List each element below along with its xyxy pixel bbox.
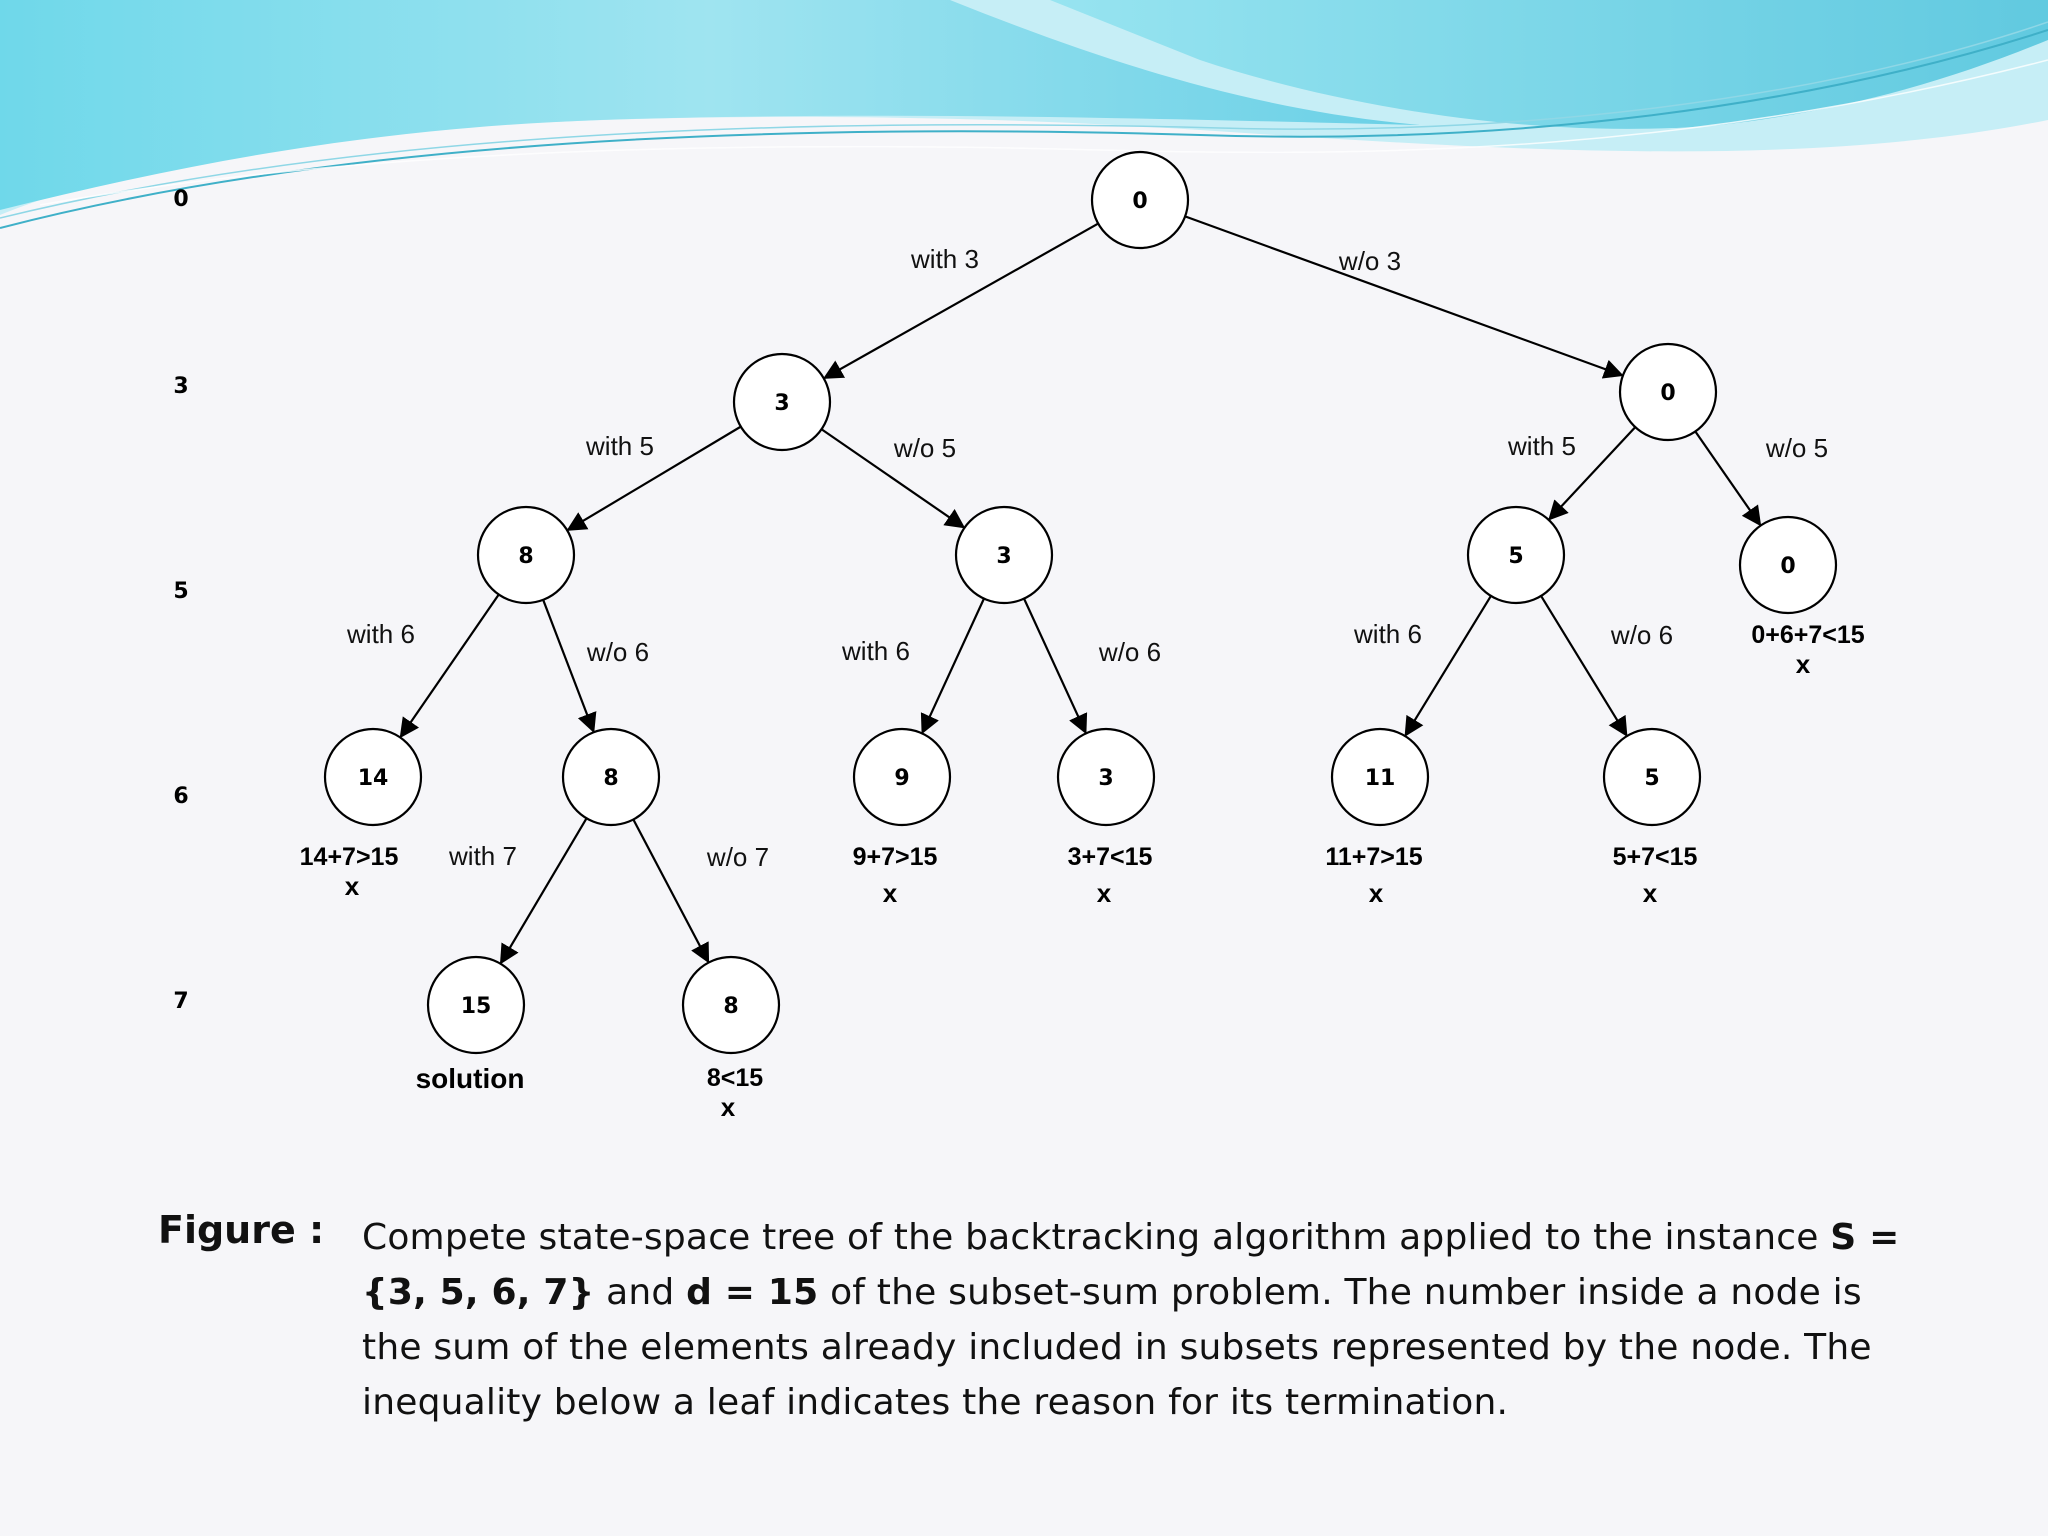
edge-label: with 5	[585, 431, 654, 461]
wave-right	[1050, 0, 2048, 129]
level-label: 0	[173, 187, 188, 212]
leaf-annotation: 5+7<15	[1613, 843, 1698, 871]
wave-front	[0, 0, 1420, 210]
node-value: 8	[518, 544, 533, 569]
caption-instance: S = {3, 5, 6, 7}	[362, 1217, 1900, 1313]
edge-label: with 5	[1507, 431, 1576, 461]
tree-edge	[920, 598, 985, 735]
node-value: 11	[1365, 766, 1396, 791]
tree-node	[1090, 150, 1190, 250]
edge-label: with 6	[1353, 619, 1422, 649]
leaf-annotation: 8<15	[707, 1064, 763, 1092]
caption-text-3: of the subset-sum problem. The number in…	[362, 1272, 1872, 1423]
edge-label: with 6	[346, 619, 415, 649]
tree-node	[426, 955, 526, 1055]
edge-label: w/o 6	[586, 637, 649, 667]
edge-label: w/o 6	[1610, 620, 1673, 650]
tree-node	[681, 955, 781, 1055]
tree-node	[1602, 727, 1702, 827]
tree-node	[1466, 505, 1566, 605]
annotations: 0+6+7<15x14+7>15x9+7>15x3+7<15x11+7>15x5…	[300, 621, 1865, 1122]
figure-caption: Figure : Compete state-space tree of the…	[0, 1208, 2048, 1448]
tree-node	[476, 505, 576, 605]
tree-edge	[499, 817, 588, 965]
node-value: 3	[774, 391, 789, 416]
tree-edge	[1023, 598, 1088, 735]
tree-edge	[1404, 595, 1492, 737]
node-value: 0	[1780, 554, 1795, 579]
edge-label: w/o 5	[893, 433, 956, 463]
level-label: 5	[173, 579, 188, 604]
level-label: 6	[173, 784, 188, 809]
node-value: 9	[894, 766, 909, 791]
node-value: 3	[1098, 766, 1113, 791]
header-wave	[0, 0, 2048, 229]
level-label: 7	[173, 989, 188, 1014]
edge-label: w/o 5	[1765, 433, 1828, 463]
termination-mark: x	[721, 1092, 736, 1122]
level-label: 3	[173, 374, 188, 399]
tree-node	[1738, 515, 1838, 615]
tree-edge	[566, 425, 742, 531]
node-value: 0	[1660, 381, 1675, 406]
tree-node	[852, 727, 952, 827]
wave-line-2	[0, 21, 2048, 219]
node-value: 8	[603, 766, 618, 791]
termination-mark: x	[1369, 878, 1384, 908]
edge-label: w/o 3	[1338, 246, 1401, 276]
tree-node	[1330, 727, 1430, 827]
node-value: 8	[723, 994, 738, 1019]
edge-label: with 3	[910, 244, 979, 274]
tree-node	[323, 727, 423, 827]
leaf-annotation: 9+7>15	[853, 843, 938, 871]
tree-edge	[820, 428, 966, 529]
leaf-annotation: 0+6+7<15	[1751, 621, 1864, 649]
tree-edge	[399, 593, 500, 739]
tree-edge	[1548, 426, 1637, 521]
tree-node	[561, 727, 661, 827]
node-value: 3	[996, 544, 1011, 569]
tree-node	[1618, 342, 1718, 442]
leaf-annotation: solution	[416, 1063, 525, 1094]
edges	[399, 215, 1762, 965]
termination-mark: x	[1097, 878, 1112, 908]
node-value: 15	[461, 994, 492, 1019]
edge-label: with 7	[448, 841, 517, 871]
leaf-annotation: 14+7>15	[300, 843, 399, 871]
caption-text-2: and	[594, 1272, 687, 1313]
tree-edge	[822, 222, 1099, 379]
node-value: 5	[1644, 766, 1659, 791]
tree-edge	[1184, 215, 1624, 379]
wave-line-3	[39, 59, 2048, 206]
caption-label: Figure :	[158, 1208, 325, 1252]
termination-mark: x	[1643, 878, 1658, 908]
tree-node	[732, 352, 832, 452]
tree-edge	[542, 599, 597, 734]
tree-edge	[632, 818, 710, 964]
edge-label: w/o 6	[1098, 637, 1161, 667]
termination-mark: x	[1796, 649, 1811, 679]
leaf-annotation: 11+7>15	[1325, 843, 1422, 871]
termination-mark: x	[883, 878, 898, 908]
caption-target: d = 15	[686, 1272, 819, 1313]
termination-mark: x	[345, 871, 360, 901]
node-value: 5	[1508, 544, 1523, 569]
tree-node	[1056, 727, 1156, 827]
edge-labels: with 3 w/o 3 with 5 w/o 5 with 5 w/o 5 with 6 w…	[346, 244, 1828, 872]
nodes: 0 3 0 8 3 5 0 14 8 9 3 11 5 15 8	[323, 150, 1838, 1055]
tree-node	[954, 505, 1054, 605]
caption-text-1: Compete state-space tree of the backtrac…	[362, 1217, 1831, 1258]
node-value: 0	[1132, 189, 1147, 214]
node-value: 14	[358, 766, 389, 791]
leaf-annotation: 3+7<15	[1068, 843, 1153, 871]
tree-edge	[1540, 595, 1628, 737]
edge-label: w/o 7	[706, 842, 769, 872]
edge-label: with 6	[841, 636, 910, 666]
level-labels: 0 3 5 6 7	[173, 187, 188, 1014]
caption-text: Compete state-space tree of the backtrac…	[362, 1210, 1902, 1430]
tree-edge	[1694, 430, 1762, 527]
